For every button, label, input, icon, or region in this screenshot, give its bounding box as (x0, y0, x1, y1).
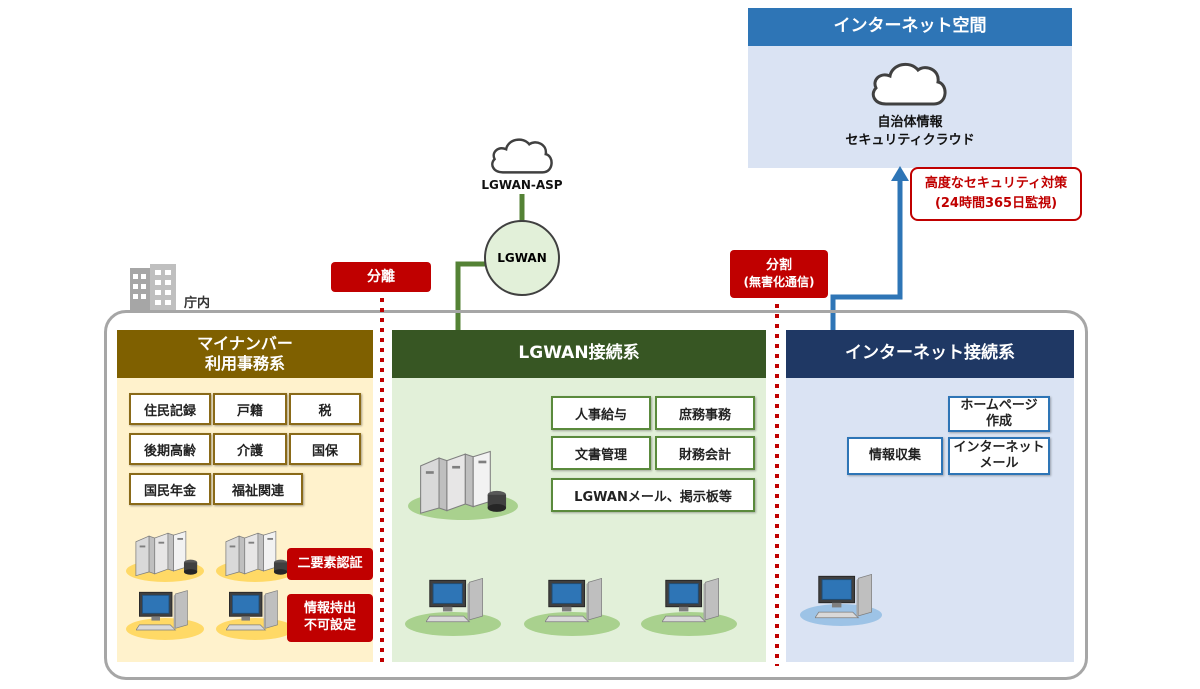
mynumber-item-resident: 住民記録 (129, 393, 211, 425)
no-export-label-line1: 情報持出 (303, 601, 356, 617)
division-tag: 分割 (無害化通信) (730, 250, 828, 298)
mynumber-item-tax: 税 (289, 393, 361, 425)
no-export-tag: 情報持出 不可設定 (287, 594, 373, 642)
mynumber-item-health-insurance: 国保 (289, 433, 361, 465)
lgwan-item-general-affairs: 庶務事務 (655, 396, 755, 430)
homepage-line2: 作成 (985, 414, 1012, 429)
two-factor-auth-tag: 二要素認証 (287, 548, 373, 580)
security-cloud-label: 自治体情報 セキュリティクラウド (790, 114, 1030, 149)
division-sub-label: (無害化通信) (743, 274, 815, 289)
security-cloud-label-line2: セキュリティクラウド (845, 132, 975, 148)
lgwan-node-label: LGWAN (497, 251, 547, 265)
internet-item-homepage: ホームページ 作成 (948, 396, 1050, 432)
mynumber-item-pension: 国民年金 (129, 473, 211, 505)
division-label: 分割 (765, 257, 792, 273)
separation-tag: 分離 (331, 262, 431, 292)
mynumber-zone-title: マイナンバー 利用事務系 (117, 330, 373, 378)
no-export-label-line2: 不可設定 (303, 618, 356, 633)
office-boundary (104, 310, 1088, 680)
mynumber-item-family-register: 戸籍 (213, 393, 287, 425)
security-note-line2: (24時間365日監視) (934, 195, 1058, 211)
security-note: 高度なセキュリティ対策 (24時間365日監視) (910, 167, 1082, 221)
mynumber-title-line1: マイナンバー (197, 334, 293, 353)
internet-mail-line1: インターネット (953, 439, 1045, 455)
lgwan-asp-label: LGWAN-ASP (481, 178, 563, 192)
mynumber-title-line2: 利用事務系 (204, 354, 285, 373)
lgwan-item-accounting: 財務会計 (655, 436, 755, 470)
office-building-icon (130, 264, 176, 312)
homepage-line1: ホームページ (960, 397, 1038, 413)
internet-item-info-gathering: 情報収集 (847, 437, 943, 475)
lgwan-item-mail-board: LGWANメール、掲示板等 (551, 478, 755, 512)
mynumber-item-elderly: 後期高齢 (129, 433, 211, 465)
internet-zone-title: インターネット接続系 (786, 330, 1074, 378)
mynumber-item-care: 介護 (213, 433, 287, 465)
internet-mail-line2: メール (979, 456, 1019, 471)
mynumber-item-welfare: 福祉関連 (213, 473, 303, 505)
lgwan-item-documents: 文書管理 (551, 436, 651, 470)
two-factor-auth-label: 二要素認証 (297, 555, 363, 571)
security-cloud-label-line1: 自治体情報 (877, 115, 943, 130)
separation-label: 分離 (367, 268, 395, 285)
internet-space-title: インターネット空間 (748, 8, 1072, 46)
security-note-line1: 高度なセキュリティ対策 (924, 176, 1068, 191)
office-label: 庁内 (184, 296, 211, 311)
lgwan-node: LGWAN (484, 220, 560, 296)
internet-item-mail: インターネット メール (948, 437, 1050, 475)
lgwan-item-payroll: 人事給与 (551, 396, 651, 430)
lgwan-zone-title: LGWAN接続系 (392, 330, 766, 378)
